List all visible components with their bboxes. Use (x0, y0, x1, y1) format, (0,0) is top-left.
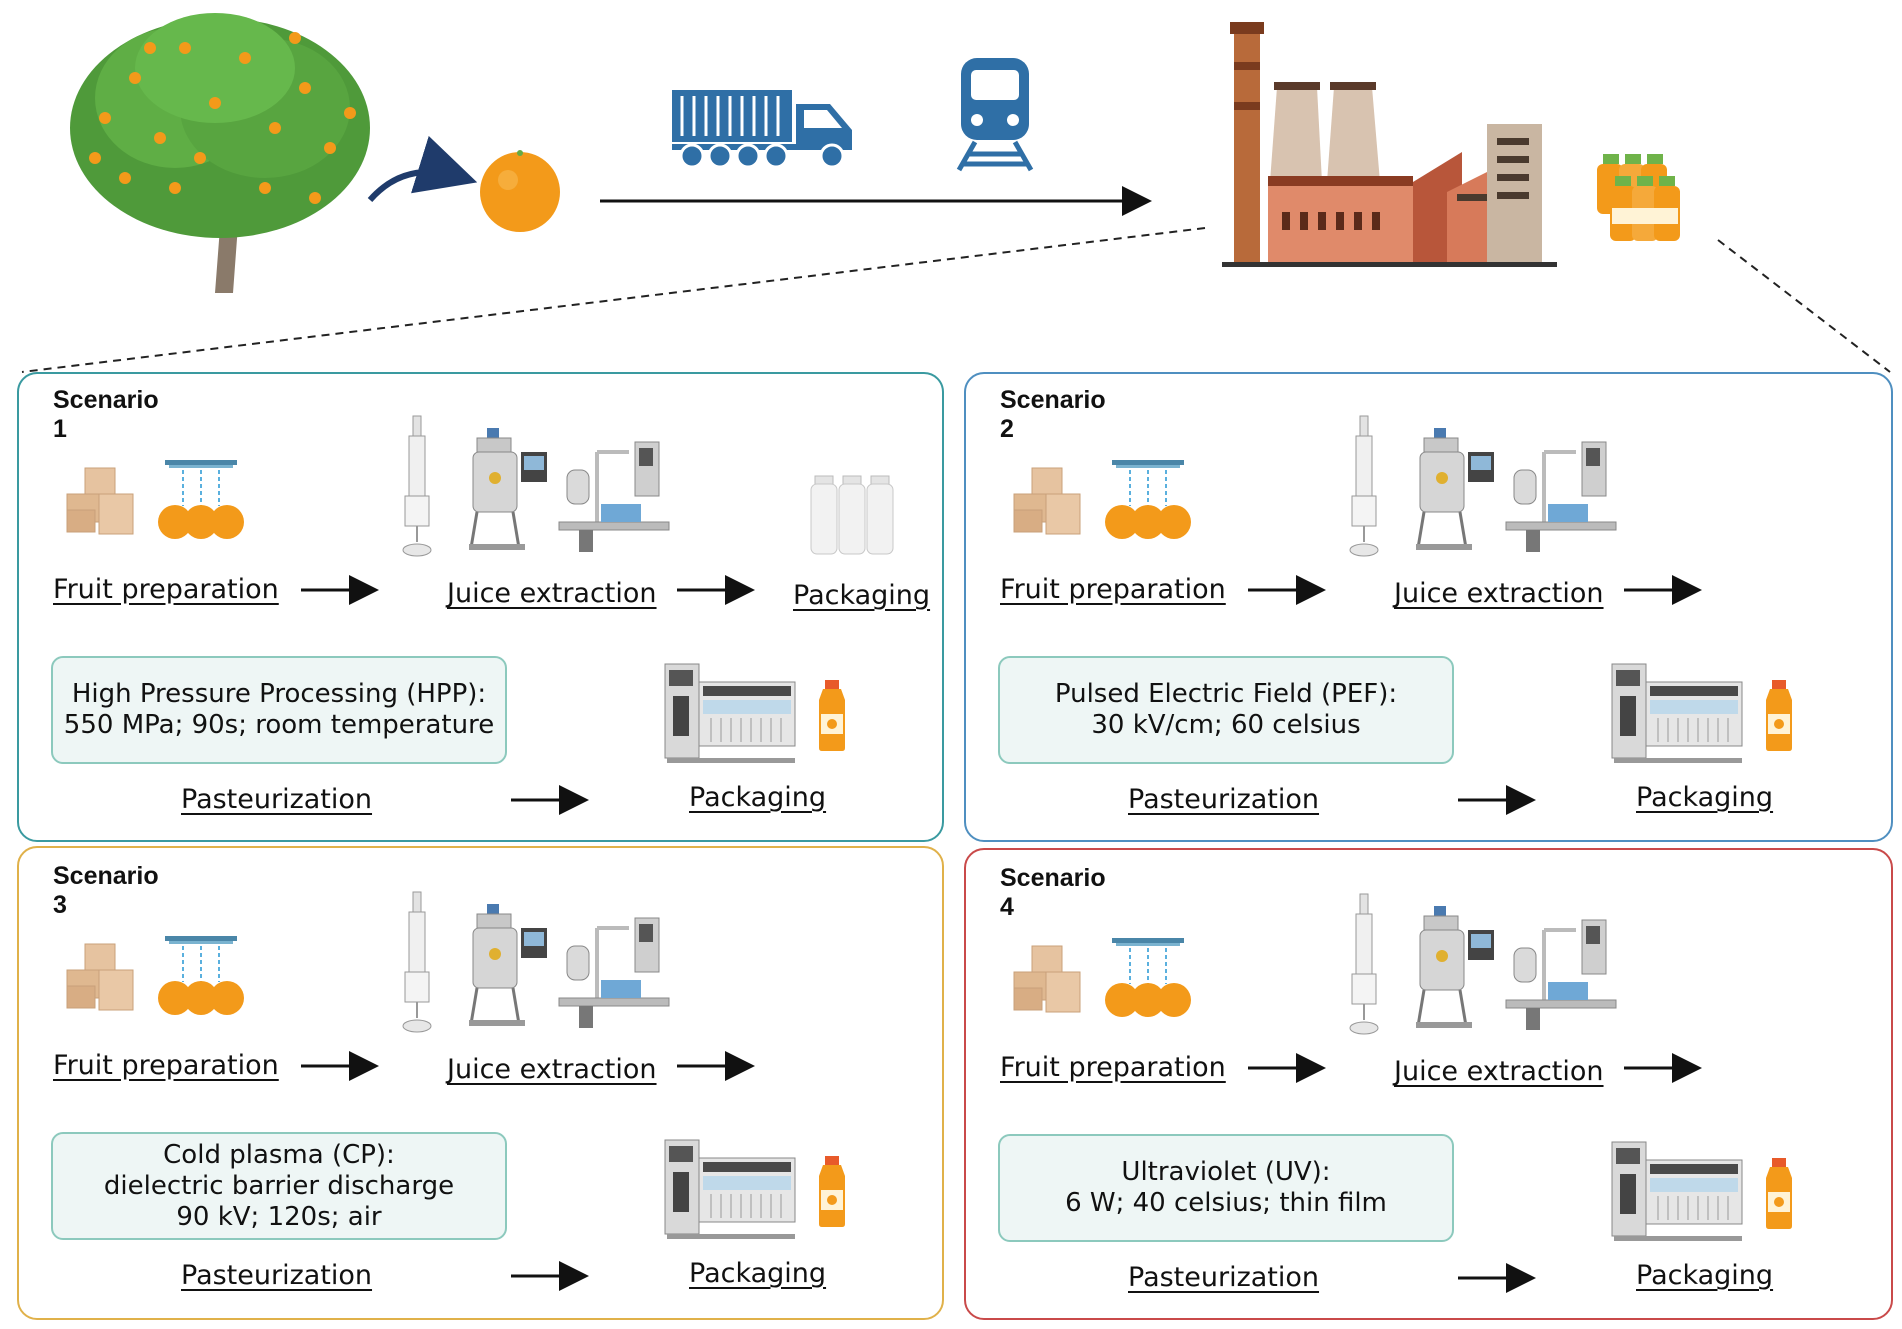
pasteurizer-machine-icon (664, 663, 796, 763)
juice-bottle-icon (819, 1156, 845, 1227)
pasteurization-label: Pasteurization (1128, 1262, 1320, 1293)
treatment-parameters-box: Cold plasma (CP): dielectric barrier dis… (51, 1132, 507, 1240)
juice-extraction-label: Juice extraction (1394, 578, 1604, 609)
washing-icon (158, 460, 244, 539)
juice-bottle-icon (819, 680, 845, 751)
scenario-title: Scenario 4 (1000, 864, 1106, 921)
factory-icon (1222, 22, 1557, 267)
washing-icon (158, 936, 244, 1015)
pasteurization-label: Pasteurization (1128, 784, 1320, 815)
boxes-icon (1013, 467, 1081, 535)
truck-icon (672, 90, 852, 169)
treatment-parameters-box: Pulsed Electric Field (PEF): 30 kV/cm; 6… (998, 656, 1454, 764)
scenario-1-panel (17, 372, 944, 842)
extraction-equipment-icon (402, 891, 670, 1033)
fruit-preparation-label: Fruit preparation (1000, 574, 1226, 605)
juice-extraction-label: Juice extraction (447, 1054, 657, 1085)
treatment-line-2: dielectric barrier discharge (103, 1170, 455, 1201)
scenario-title: Scenario 3 (53, 862, 159, 919)
scenario-3-panel (17, 846, 944, 1320)
packaging-label: Packaging (1636, 1260, 1774, 1291)
step-arrow (1458, 785, 1536, 815)
treatment-line-2: 30 kV/cm; 60 celsius (1091, 710, 1361, 740)
curved-arrow-icon (367, 135, 478, 202)
boxes-icon (1013, 945, 1081, 1013)
dashed-guide-lines (21, 227, 1891, 373)
treatment-line-3: 90 kV; 120s; air (176, 1201, 382, 1232)
step-arrow (511, 1261, 589, 1291)
step-arrow (301, 1051, 379, 1081)
boxes-icon (66, 467, 134, 535)
pasteurization-label: Pasteurization (181, 784, 373, 815)
transport-arrow (600, 186, 1152, 216)
pasteurizer-machine-icon (1611, 663, 1743, 763)
step-arrow (677, 575, 755, 605)
juice-bottle-icon (1766, 680, 1792, 751)
treatment-line-1: High Pressure Processing (HPP): (71, 679, 487, 709)
pasteurization-label: Pasteurization (181, 1260, 373, 1291)
treatment-line-1: Pulsed Electric Field (PEF): (1054, 679, 1398, 709)
step-arrow (1624, 575, 1702, 605)
treatment-line-1: Ultraviolet (UV): (1121, 1157, 1331, 1187)
washing-icon (1105, 938, 1191, 1017)
packaging-top-label: Packaging (793, 580, 931, 611)
juice-extraction-label: Juice extraction (447, 578, 657, 609)
step-arrow (1624, 1053, 1702, 1083)
packaging-label: Packaging (1636, 782, 1774, 813)
treatment-line-2: 6 W; 40 celsius; thin film (1065, 1188, 1387, 1218)
fruit-preparation-label: Fruit preparation (1000, 1052, 1226, 1083)
train-icon (956, 58, 1034, 172)
boxes-icon (66, 943, 134, 1011)
juice-bottles-icon (1597, 154, 1680, 241)
pasteurizer-machine-icon (1611, 1141, 1743, 1241)
juice-bottle-icon (1766, 1158, 1792, 1229)
orange-tree-icon (70, 13, 370, 293)
washing-icon (1105, 460, 1191, 539)
orange-fruit-icon (480, 150, 560, 232)
scenario-title: Scenario 2 (1000, 386, 1106, 443)
step-arrow (1248, 1053, 1326, 1083)
treatment-line-1: Cold plasma (CP): (163, 1139, 395, 1170)
fruit-preparation-label: Fruit preparation (53, 574, 279, 605)
treatment-parameters-box: High Pressure Processing (HPP): 550 MPa;… (51, 656, 507, 764)
pasteurizer-machine-icon (664, 1139, 796, 1239)
scenario-4-panel (964, 848, 1893, 1320)
scenario-2-panel (964, 372, 1893, 842)
packaging-label: Packaging (689, 782, 827, 813)
treatment-line-2: 550 MPa; 90s; room temperature (63, 710, 495, 740)
packaging-bottles-icon (810, 475, 894, 555)
extraction-equipment-icon (1349, 415, 1617, 557)
step-arrow (1248, 575, 1326, 605)
step-arrow (677, 1051, 755, 1081)
juice-extraction-label: Juice extraction (1394, 1056, 1604, 1087)
step-arrow (511, 785, 589, 815)
packaging-label: Packaging (689, 1258, 827, 1289)
step-arrow (1458, 1263, 1536, 1293)
extraction-equipment-icon (1349, 893, 1617, 1035)
fruit-preparation-label: Fruit preparation (53, 1050, 279, 1081)
step-arrow (301, 575, 379, 605)
scenario-title: Scenario 1 (53, 386, 159, 443)
extraction-equipment-icon (402, 415, 670, 557)
treatment-parameters-box: Ultraviolet (UV): 6 W; 40 celsius; thin … (998, 1134, 1454, 1242)
